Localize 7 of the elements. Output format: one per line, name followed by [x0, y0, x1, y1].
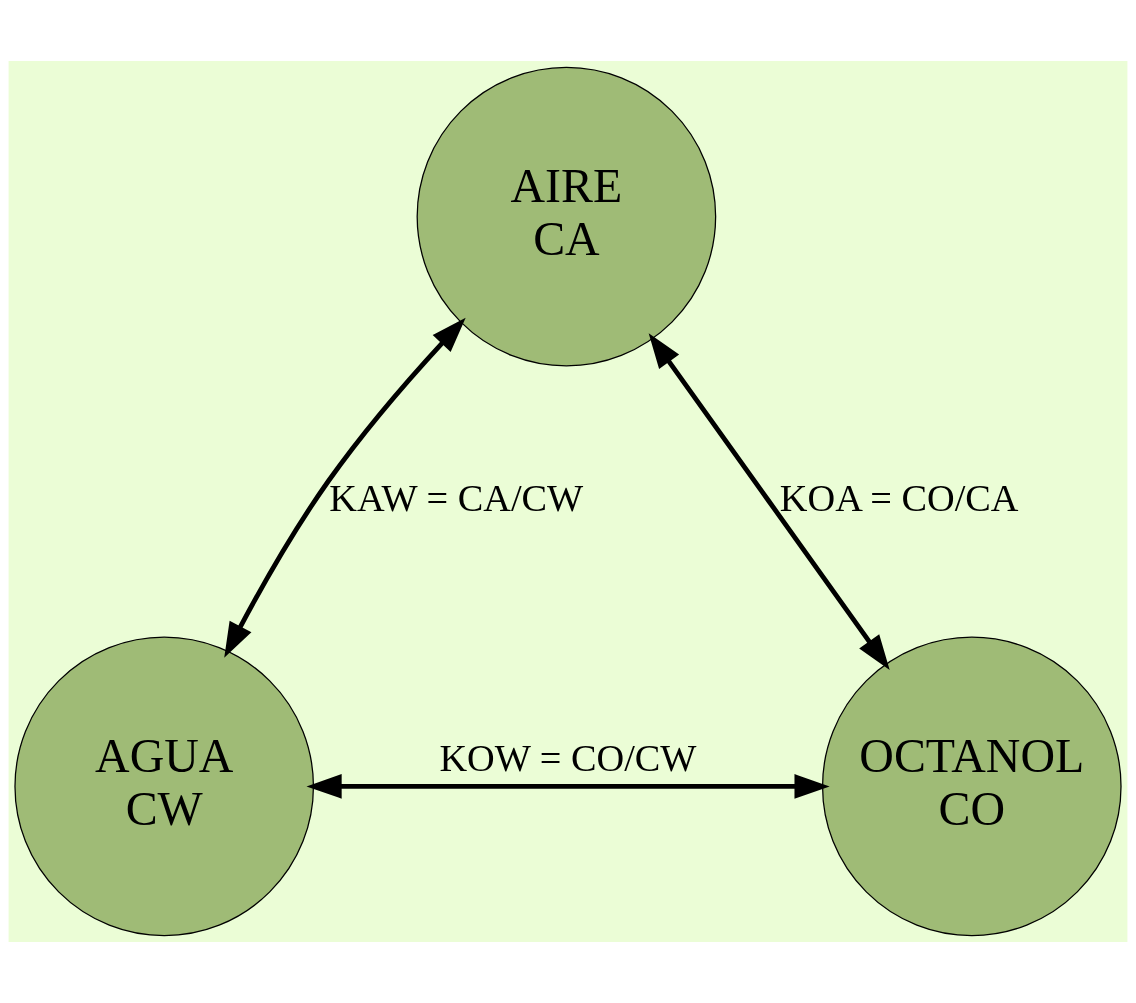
arrow [224, 317, 466, 658]
edge-label: KOA = CO/CA [779, 477, 1019, 520]
node-circle: AGUA CW [14, 636, 315, 937]
edge-label: KAW = CA/CW [329, 477, 584, 520]
edge-label: KOW = CO/CW [439, 736, 697, 779]
arrow [306, 774, 830, 799]
arrow [648, 333, 890, 671]
